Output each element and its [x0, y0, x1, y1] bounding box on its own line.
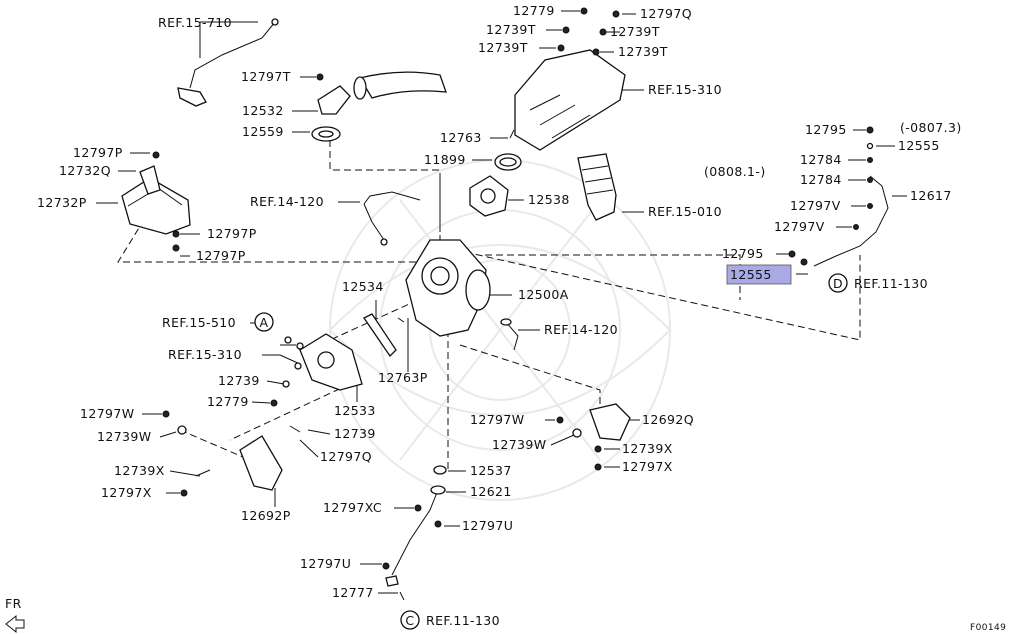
heat-shield-12732P[interactable] — [121, 151, 191, 252]
label-12763p[interactable]: 12763P — [378, 370, 428, 385]
label-12797q-top[interactable]: 12797Q — [640, 6, 692, 21]
stud-12763P[interactable] — [397, 317, 405, 323]
label-12784-a[interactable]: 12784 — [800, 152, 842, 167]
label-12739w-left[interactable]: 12739W — [97, 429, 152, 444]
stud-12763[interactable] — [509, 129, 515, 139]
gasket-12559[interactable] — [311, 126, 341, 142]
label-12532[interactable]: 12532 — [242, 103, 284, 118]
bracket-12732Q[interactable] — [139, 165, 161, 195]
label-12533[interactable]: 12533 — [334, 403, 376, 418]
label-12739t-c[interactable]: 12739T — [478, 40, 528, 55]
label-12797u-b[interactable]: 12797U — [300, 556, 351, 571]
svg-text:FR: FR — [5, 596, 22, 611]
oil-pipe-12617[interactable] — [788, 126, 889, 267]
water-pipe-top[interactable] — [363, 191, 421, 246]
exhaust-manifold[interactable] — [514, 7, 626, 151]
highlight-12555 — [726, 264, 792, 285]
label-12555-top[interactable]: 12555 — [898, 138, 940, 153]
label-ref-15-710[interactable]: REF.15-710 — [158, 15, 232, 30]
label-12797t[interactable]: 12797T — [241, 69, 291, 84]
label-12797v-a[interactable]: 12797V — [790, 198, 841, 213]
leader-lines — [96, 10, 907, 594]
part-labels: REF.15-710 12779 12797Q 12739T 12739T 12… — [37, 3, 962, 628]
label-12739w-right[interactable]: 12739W — [492, 437, 547, 452]
callout-d[interactable]: D — [828, 273, 848, 293]
label-12797w-right[interactable]: 12797W — [470, 412, 525, 427]
label-date-until: (-0807.3) — [900, 120, 962, 135]
label-12559[interactable]: 12559 — [242, 124, 284, 139]
label-12797q-mid[interactable]: 12797Q — [320, 449, 372, 464]
label-12739x-left[interactable]: 12739X — [114, 463, 165, 478]
callout-c[interactable]: C — [400, 610, 420, 630]
heat-shield-12692Q[interactable] — [556, 403, 631, 471]
svg-text:A: A — [260, 315, 269, 330]
ring-11899[interactable] — [494, 153, 522, 171]
svg-text:C: C — [405, 613, 414, 628]
label-12795-mid[interactable]: 12795 — [722, 246, 764, 261]
svg-text:D: D — [833, 276, 843, 291]
label-12500a[interactable]: 12500A — [518, 287, 569, 302]
turbocharger-12500A[interactable] — [405, 239, 491, 337]
label-12739-a[interactable]: 12739 — [218, 373, 260, 388]
label-date-from: (0808.1-) — [704, 164, 766, 179]
label-12621[interactable]: 12621 — [470, 484, 512, 499]
intake-hose[interactable] — [353, 71, 447, 100]
label-12784-b[interactable]: 12784 — [800, 172, 842, 187]
label-12797x-left[interactable]: 12797X — [101, 485, 152, 500]
label-12797v-b[interactable]: 12797V — [774, 219, 825, 234]
hose-fitting-12532[interactable] — [316, 73, 351, 115]
label-12763[interactable]: 12763 — [440, 130, 482, 145]
label-12739t-b[interactable]: 12739T — [610, 24, 660, 39]
label-12797p-b[interactable]: 12797P — [196, 248, 246, 263]
label-ref-14-120-mid[interactable]: REF.14-120 — [544, 322, 618, 337]
oil-feed-hose[interactable] — [177, 18, 279, 107]
heat-shield-12692P[interactable] — [162, 410, 301, 497]
label-ref-14-120-top[interactable]: REF.14-120 — [250, 194, 324, 209]
label-11899[interactable]: 11899 — [424, 152, 466, 167]
label-12534[interactable]: 12534 — [342, 279, 384, 294]
callout-a[interactable]: A — [254, 312, 274, 332]
label-12797p-top[interactable]: 12797P — [73, 145, 123, 160]
label-12692p[interactable]: 12692P — [241, 508, 291, 523]
label-12739t-a[interactable]: 12739T — [486, 22, 536, 37]
label-ref-15-310-top[interactable]: REF.15-310 — [648, 82, 722, 97]
label-12779-left[interactable]: 12779 — [207, 394, 249, 409]
water-pipe-mid[interactable] — [500, 318, 519, 351]
label-12797u-a[interactable]: 12797U — [462, 518, 513, 533]
label-12732p[interactable]: 12732P — [37, 195, 87, 210]
label-12692q[interactable]: 12692Q — [642, 412, 694, 427]
label-12617[interactable]: 12617 — [910, 188, 952, 203]
washer-12739-left[interactable] — [282, 380, 290, 388]
label-12797w-left[interactable]: 12797W — [80, 406, 135, 421]
label-12777[interactable]: 12777 — [332, 585, 374, 600]
label-ref-15-010[interactable]: REF.15-010 — [648, 204, 722, 219]
label-12795-top[interactable]: 12795 — [805, 122, 847, 137]
bolt-12779-left[interactable] — [270, 399, 278, 407]
label-12732q[interactable]: 12732Q — [59, 163, 111, 178]
label-12537[interactable]: 12537 — [470, 463, 512, 478]
label-ref-11-130-bottom[interactable]: REF.11-130 — [426, 613, 500, 628]
label-12779[interactable]: 12779 — [513, 3, 555, 18]
label-12797x-right[interactable]: 12797X — [622, 459, 673, 474]
gasket-12534[interactable] — [363, 313, 397, 358]
label-12555-mid[interactable]: 12555 — [730, 267, 772, 282]
heat-shield-12533[interactable] — [284, 333, 363, 391]
label-12739-b[interactable]: 12739 — [334, 426, 376, 441]
label-12797xc[interactable]: 12797XC — [323, 500, 382, 515]
air-intake-pipe[interactable] — [577, 153, 617, 221]
label-ref-11-130-right[interactable]: REF.11-130 — [854, 276, 928, 291]
front-orientation-indicator: FR — [5, 596, 25, 634]
oil-return-pipe[interactable] — [382, 465, 447, 601]
label-12739t-d[interactable]: 12739T — [618, 44, 668, 59]
label-ref-15-510[interactable]: REF.15-510 — [162, 315, 236, 330]
gasket-12538[interactable] — [469, 175, 509, 217]
figure-code: F00149 — [970, 623, 1006, 633]
label-ref-15-310-left[interactable]: REF.15-310 — [168, 347, 242, 362]
label-12797p-a[interactable]: 12797P — [207, 226, 257, 241]
label-12538[interactable]: 12538 — [528, 192, 570, 207]
label-12739x-right[interactable]: 12739X — [622, 441, 673, 456]
